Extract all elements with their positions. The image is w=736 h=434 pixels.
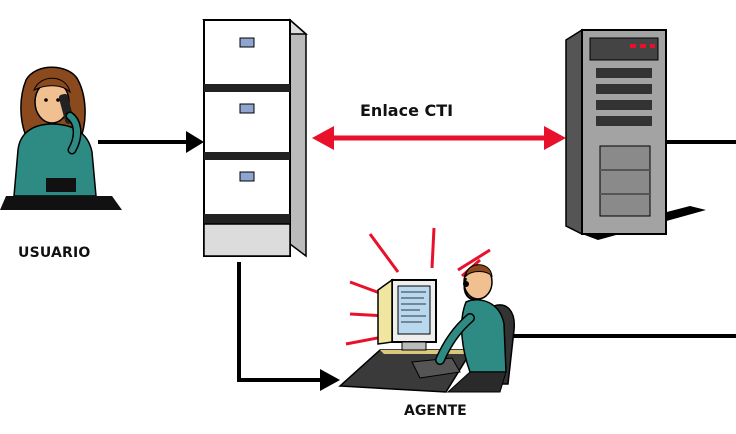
drawer-handle	[239, 37, 255, 48]
agent-at-computer-icon	[338, 227, 515, 393]
person-on-phone-icon	[0, 66, 122, 210]
agent-label: AGENTE	[404, 403, 467, 419]
switch-to-agent-line	[237, 262, 322, 382]
cti-link-label: Enlace CTI	[360, 101, 454, 120]
user-label: USUARIO	[18, 245, 91, 261]
arrowhead-into-agent	[320, 369, 340, 391]
cti-server-tower-icon	[565, 28, 706, 240]
cti-link-arrow	[312, 126, 566, 150]
drawer-handle	[239, 103, 255, 114]
cti-arrow-left-head	[312, 126, 334, 150]
drawer-handle	[239, 171, 255, 182]
arrowhead-into-switch	[186, 131, 204, 153]
cti-arrow-right-head	[544, 126, 566, 150]
pbx-cabinet-icon	[202, 18, 308, 258]
